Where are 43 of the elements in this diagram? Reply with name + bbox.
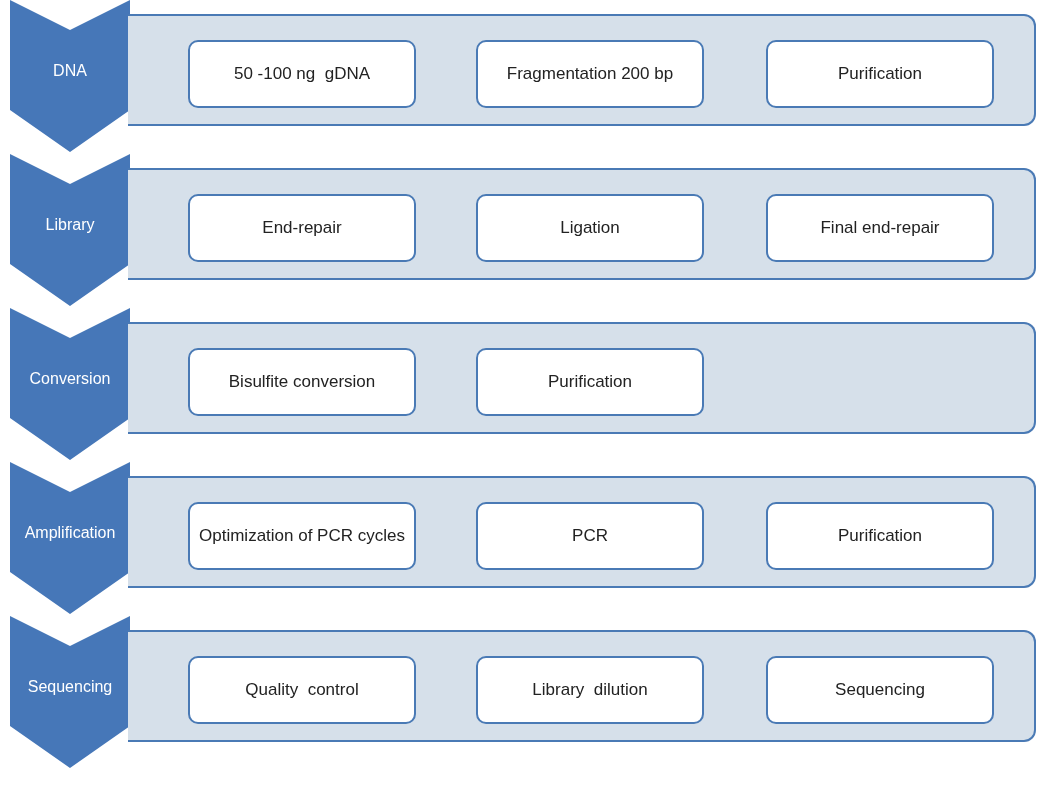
process-box [476, 40, 704, 108]
process-box [766, 194, 994, 262]
stage-label: Conversion [28, 370, 112, 388]
stage-banner [10, 308, 130, 460]
stage-panel [128, 630, 1036, 742]
step-label: Fragmentation 200 bp [505, 63, 675, 85]
step-label: Library dilution [531, 679, 649, 701]
step-label: Ligation [559, 217, 621, 239]
process-box [766, 656, 994, 724]
stage-panel [128, 322, 1036, 434]
step-label: Bisulfite conversion [227, 371, 377, 393]
process-box [188, 348, 416, 416]
step-label: Sequencing [834, 679, 926, 701]
step-label: Purification [836, 525, 924, 547]
stage-banner [10, 154, 130, 306]
step-label: Optimization of PCR cycles [198, 525, 406, 547]
step-label: End-repair [261, 217, 343, 239]
stage-banner [10, 0, 130, 152]
process-box [476, 348, 704, 416]
process-box [766, 502, 994, 570]
process-box [188, 194, 416, 262]
process-box [766, 40, 994, 108]
step-label: Quality control [244, 679, 360, 701]
stage-banner [10, 462, 130, 614]
stage-label: DNA [52, 62, 88, 80]
stage-label: Sequencing [26, 678, 114, 696]
stage-panel [128, 168, 1036, 280]
stage-label: Library [44, 216, 96, 234]
stage-panel [128, 14, 1036, 126]
process-box [476, 194, 704, 262]
step-label: PCR [571, 525, 609, 547]
process-box [188, 656, 416, 724]
process-box [476, 502, 704, 570]
process-box [188, 40, 416, 108]
step-label: Final end-repair [819, 217, 941, 239]
step-label: Purification [836, 63, 924, 85]
step-label: Purification [546, 371, 634, 393]
step-label: 50 -100 ng gDNA [232, 63, 372, 85]
stage-banner [10, 616, 130, 768]
process-box [188, 502, 416, 570]
stage-panel [128, 476, 1036, 588]
process-box [476, 656, 704, 724]
stage-label: Amplification [23, 524, 117, 542]
